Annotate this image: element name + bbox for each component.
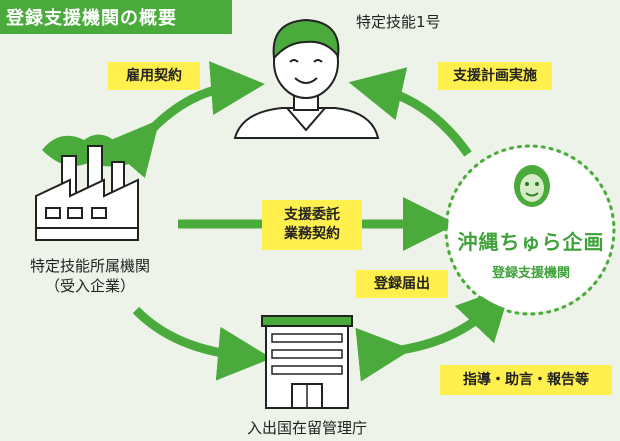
- tag-support-plan-label: 支援計画実施: [453, 67, 537, 84]
- tag-support-plan: 支援計画実施: [438, 62, 552, 90]
- tag-guidance: 指導・助言・報告等: [440, 365, 612, 395]
- page-title: 登録支援機関の概要: [0, 0, 232, 34]
- tag-guidance-label: 指導・助言・報告等: [463, 371, 589, 388]
- government-building-icon: [261, 315, 353, 409]
- org-circle: [444, 144, 616, 316]
- company-label-line2: （受入企業）: [44, 277, 135, 296]
- arrow-to-immigration: [132, 306, 272, 381]
- tag-employment-contract: 雇用契約: [108, 62, 200, 90]
- arrow-employment: [103, 61, 265, 179]
- tag-outsourcing-label-2: 業務契約: [284, 226, 340, 242]
- org-name: 沖縄ちゅら企画: [457, 230, 605, 254]
- person-icon: [233, 18, 380, 139]
- company-label: 特定技能所属機関 （受入企業）: [0, 256, 180, 297]
- company-label-line1: 特定技能所属機関: [29, 257, 150, 275]
- immigration-label: 入出国在留管理庁: [246, 419, 367, 437]
- worker-label: 特定技能1号: [356, 13, 441, 31]
- tag-registration: 登録届出: [356, 270, 448, 298]
- tag-employment-label: 雇用契約: [126, 67, 182, 84]
- factory-icon: [35, 134, 140, 241]
- arrow-registration-guidance: [355, 285, 512, 382]
- smile-face-logo: [514, 165, 550, 207]
- tag-registration-label: 登録届出: [374, 275, 430, 292]
- arrow-support-plan: [348, 67, 472, 157]
- tag-outsourcing-label-1: 支援委託: [284, 207, 340, 224]
- org-subtitle: 登録支援機関: [491, 266, 570, 281]
- tag-outsourcing-contract: 支援委託 業務契約: [262, 200, 362, 250]
